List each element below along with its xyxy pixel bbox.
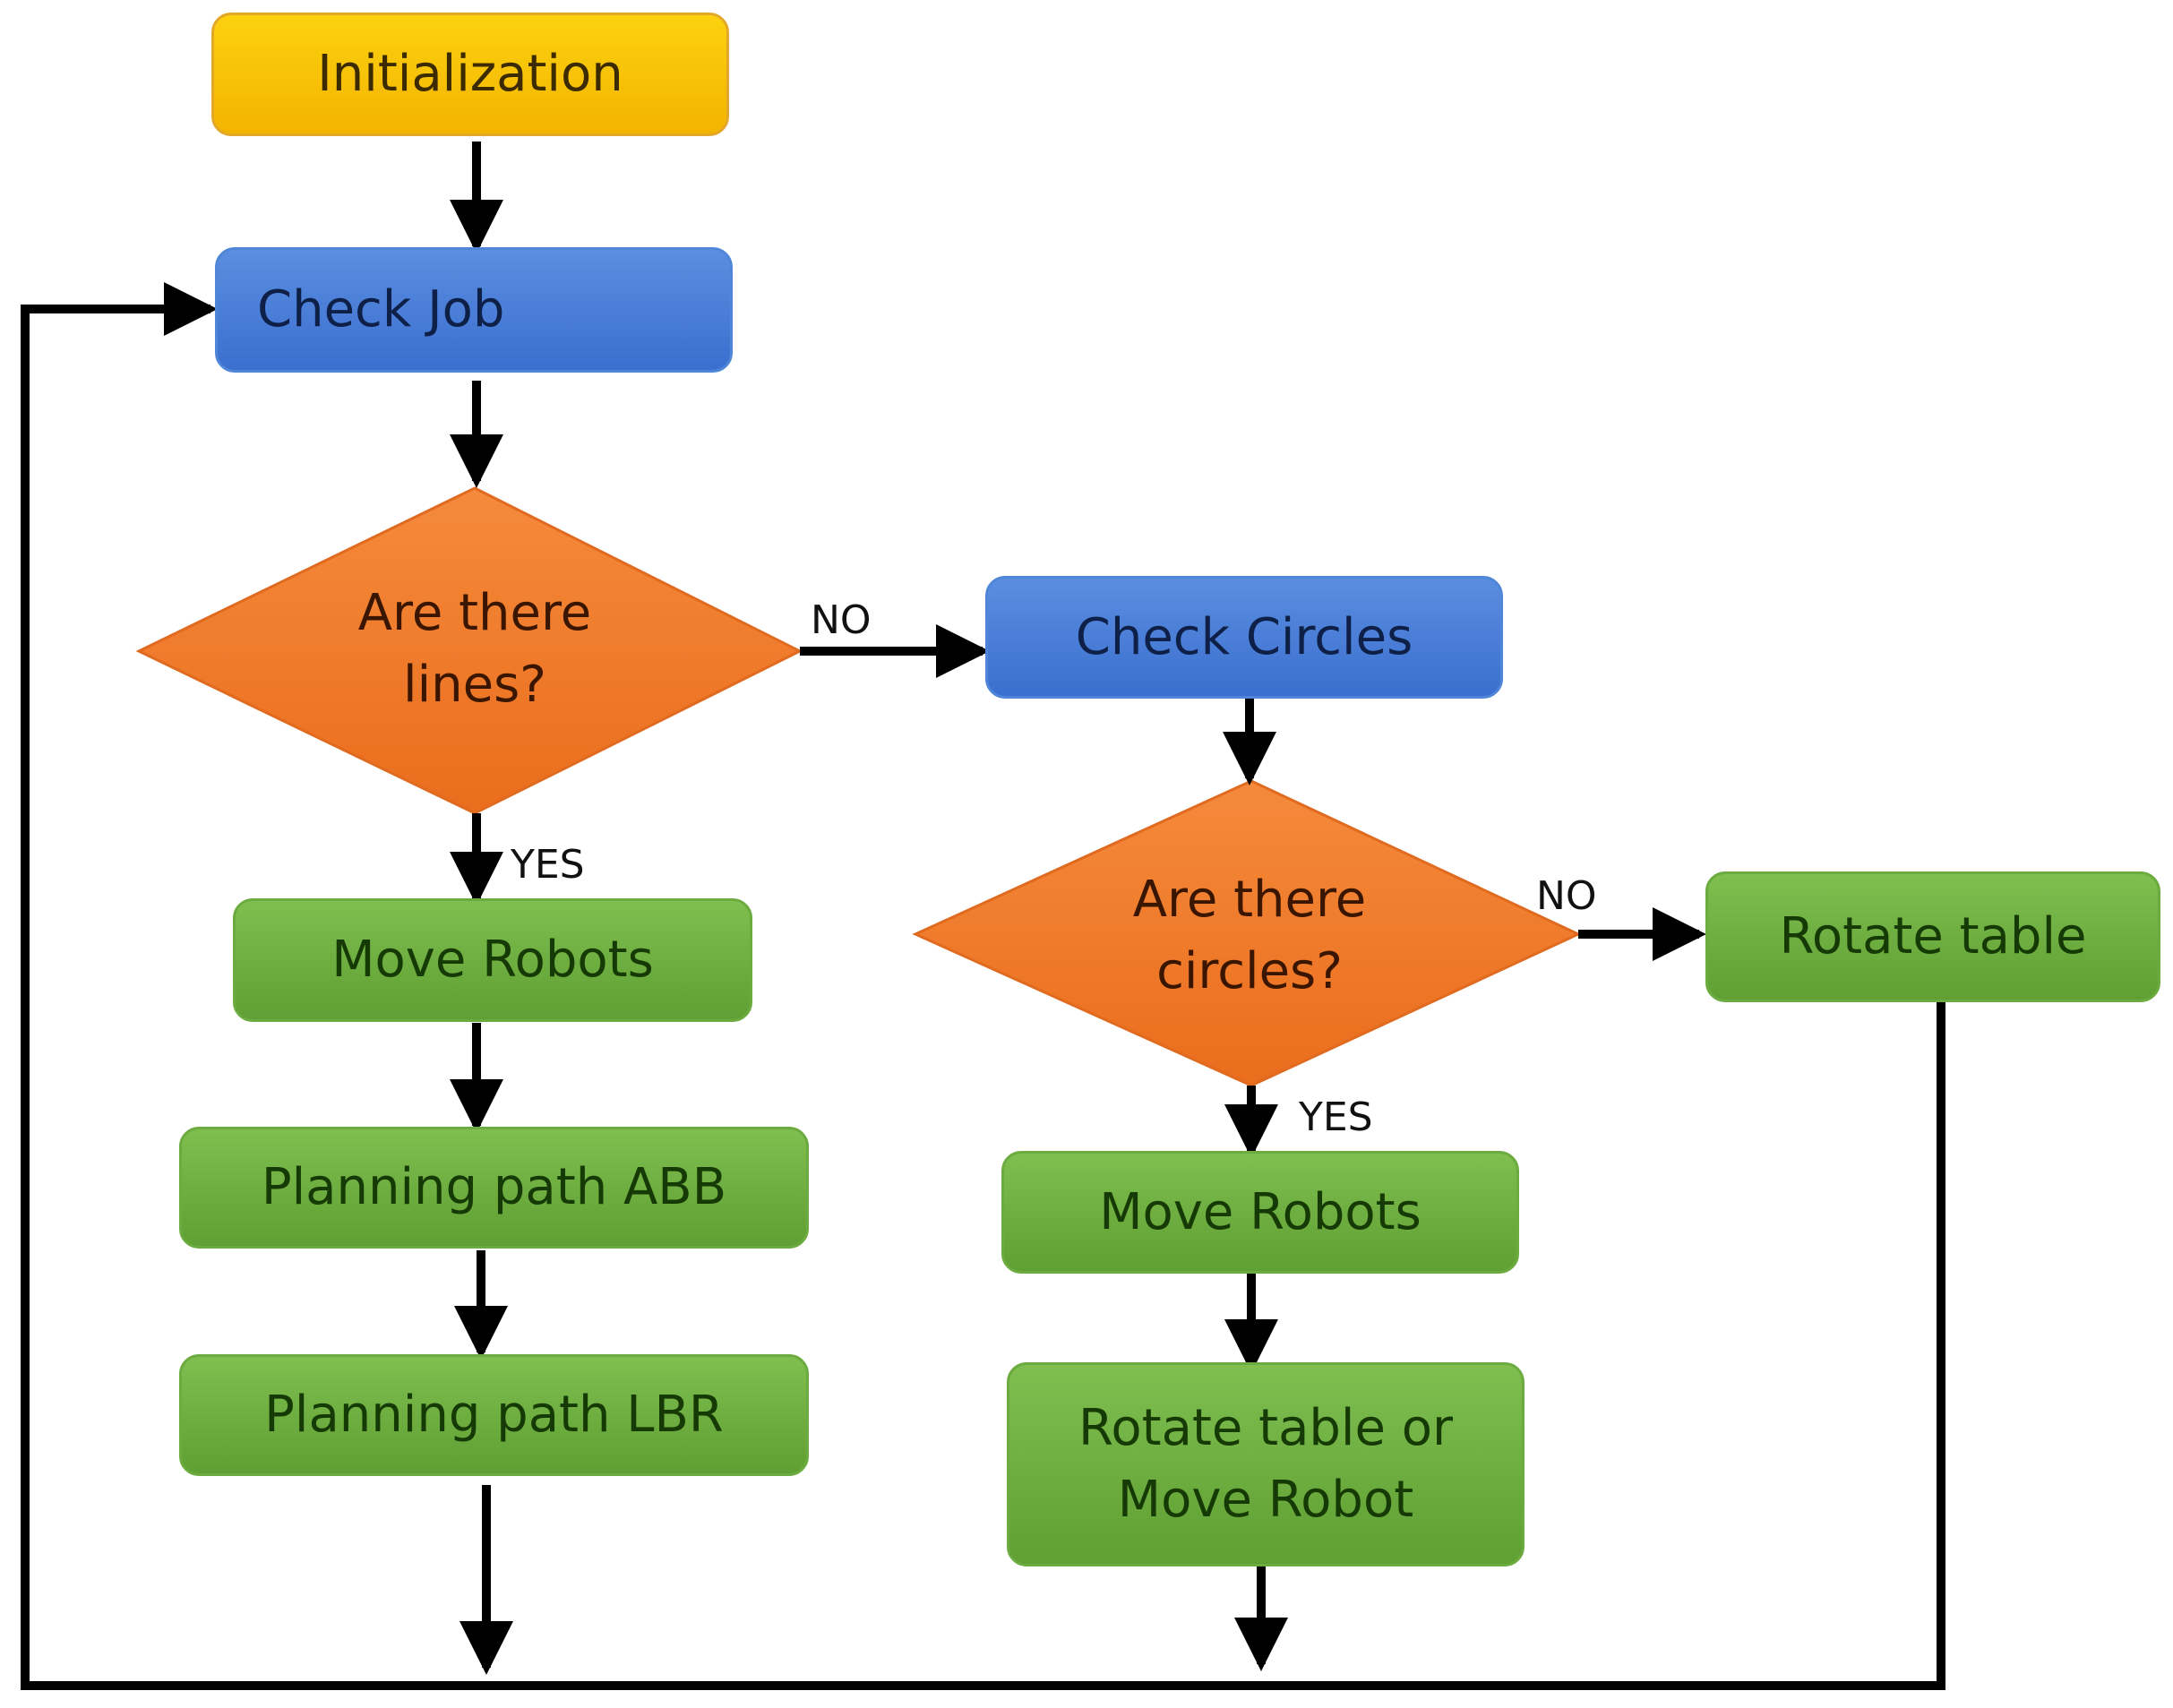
check-circles-label: Check Circles	[1075, 607, 1413, 666]
initialization-node: Initialization	[211, 13, 729, 136]
lines-no-label: NO	[811, 597, 872, 643]
initialization-label: Initialization	[317, 45, 623, 104]
check-circles-node: Check Circles	[985, 576, 1503, 699]
move-robots-left-label: Move Robots	[331, 931, 654, 990]
circles-decision-label: Are there circles?	[1132, 871, 1367, 1000]
circles-no-label: NO	[1536, 873, 1597, 919]
lines-decision-text: Are there lines?	[313, 564, 636, 734]
check-job-label: Check Job	[257, 280, 505, 339]
planning-path-lbr-node: Planning path LBR	[179, 1354, 809, 1476]
rotate-table-label: Rotate table	[1779, 907, 2087, 966]
planning-path-abb-label: Planning path ABB	[261, 1158, 727, 1217]
planning-path-abb-node: Planning path ABB	[179, 1127, 809, 1249]
check-job-node: Check Job	[215, 247, 733, 373]
lines-decision-label: Are there lines?	[357, 584, 592, 714]
move-robots-right-node: Move Robots	[1001, 1151, 1519, 1274]
planning-path-lbr-label: Planning path LBR	[264, 1386, 724, 1445]
feedback-loop-line	[21, 282, 1945, 1690]
move-robots-right-label: Move Robots	[1099, 1182, 1421, 1241]
rotate-or-move-label: Rotate table or Move Robot	[1078, 1399, 1454, 1529]
rotate-or-move-node: Rotate table or Move Robot	[1007, 1362, 1525, 1566]
rotate-table-node: Rotate table	[1705, 871, 2160, 1002]
circles-yes-label: YES	[1299, 1094, 1373, 1140]
move-robots-left-node: Move Robots	[233, 898, 752, 1022]
circles-decision-text: Are there circles?	[1075, 851, 1424, 1021]
lines-yes-label: YES	[511, 842, 585, 888]
